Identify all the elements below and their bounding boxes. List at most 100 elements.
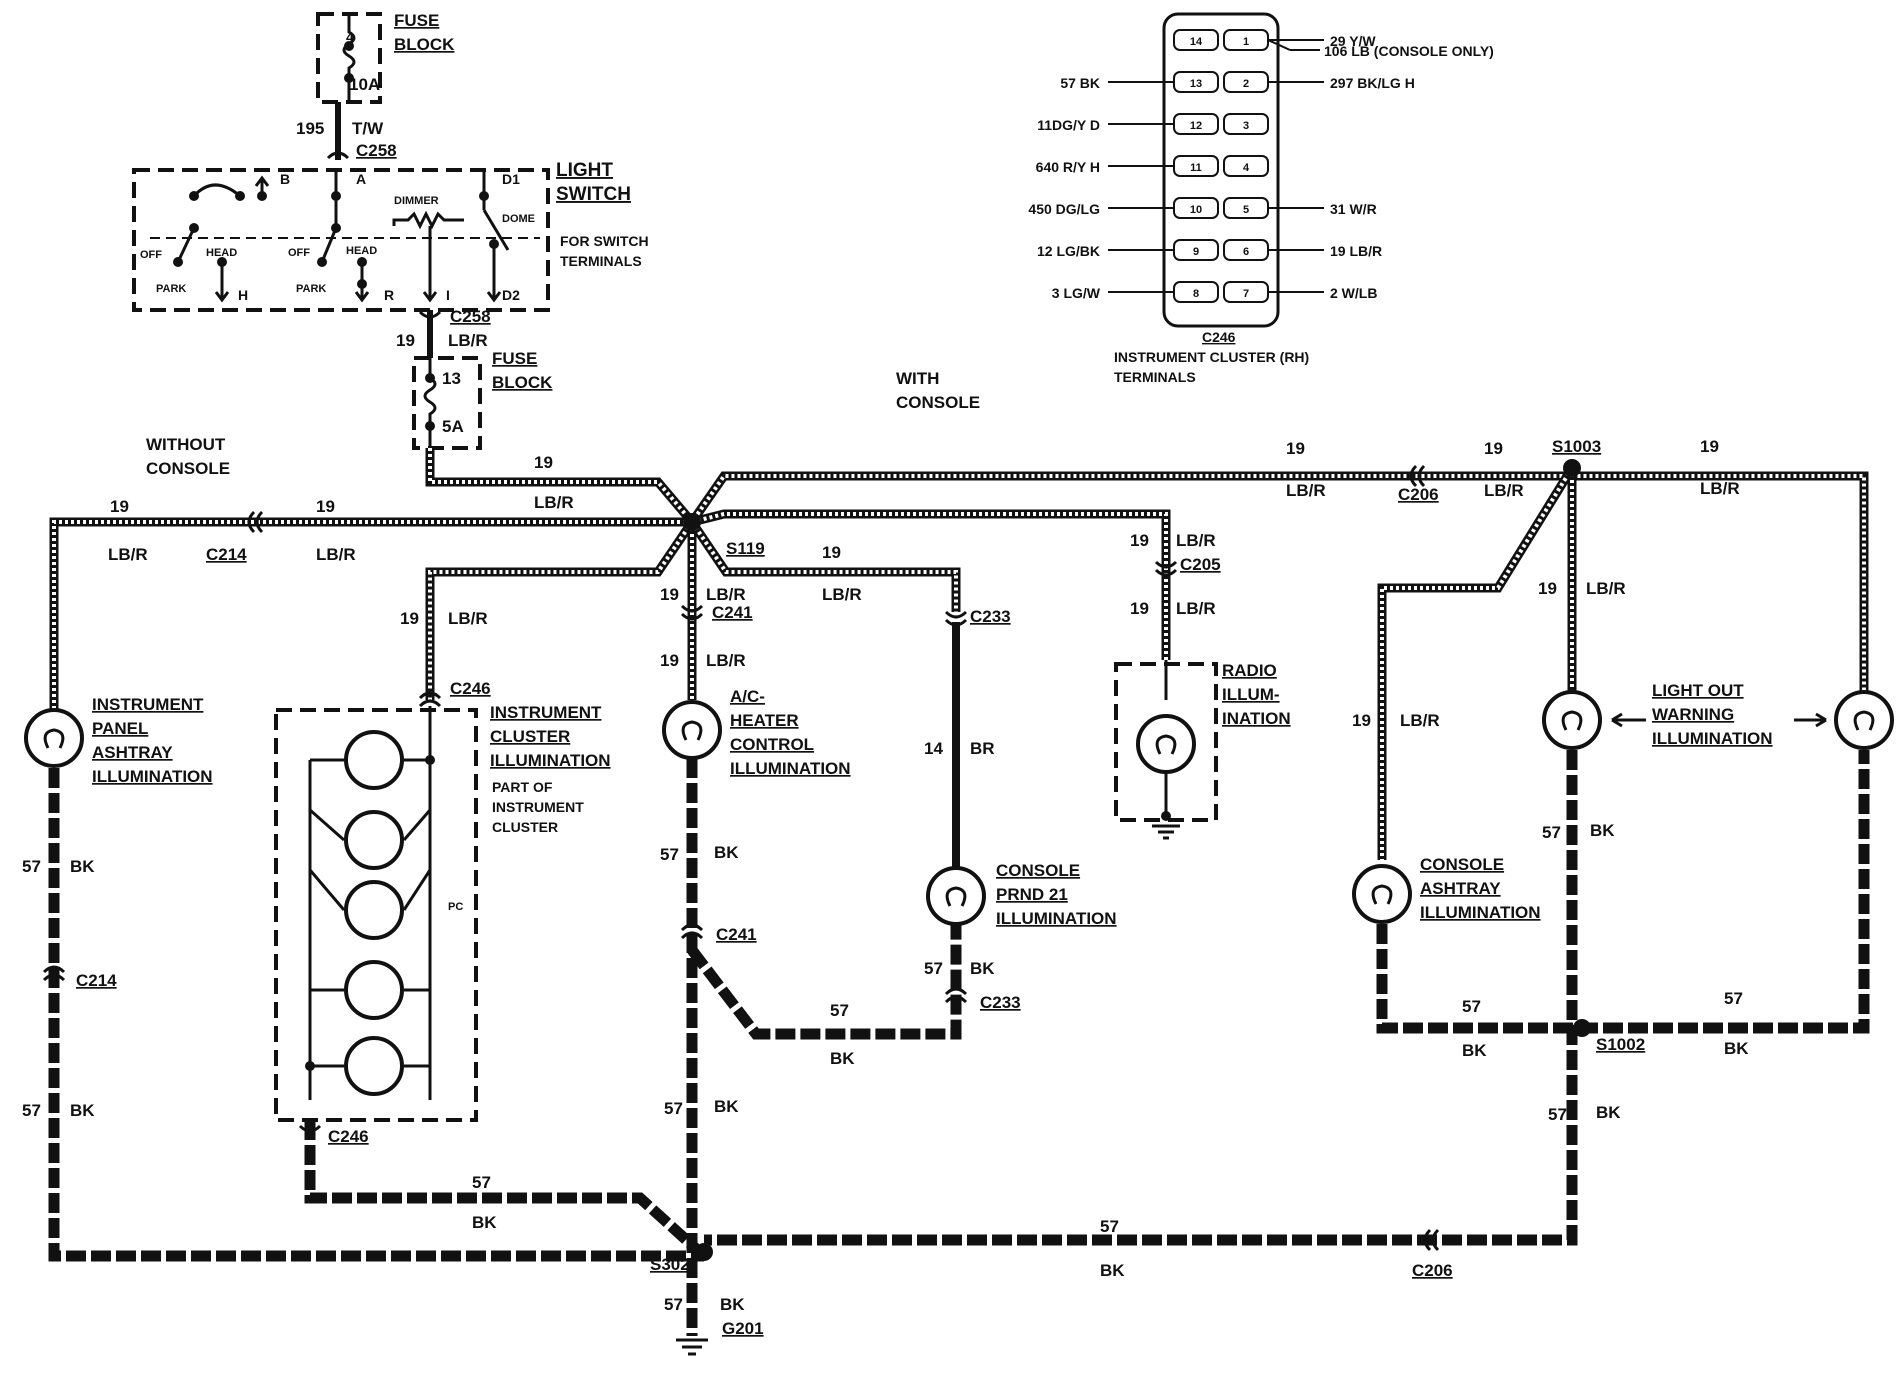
svg-text:57: 57 (664, 1099, 683, 1118)
svg-text:HEAD: HEAD (346, 245, 377, 257)
svg-text:BK: BK (830, 1049, 855, 1068)
svg-text:57: 57 (22, 857, 41, 876)
svg-text:19: 19 (1286, 439, 1305, 458)
svg-text:WARNING: WARNING (1652, 705, 1734, 724)
svg-text:B: B (280, 171, 290, 187)
svg-text:LB/R: LB/R (1286, 481, 1326, 500)
lamp-ip-ashtray (24, 708, 84, 768)
switch-note: TERMINALS (560, 253, 642, 269)
svg-text:LB/R: LB/R (108, 545, 148, 564)
svg-text:CONTROL: CONTROL (730, 735, 814, 754)
wire-color: T/W (352, 119, 384, 138)
svg-text:LB/R: LB/R (1700, 479, 1740, 498)
svg-text:ASHTRAY: ASHTRAY (1420, 879, 1501, 898)
svg-text:13: 13 (442, 369, 461, 388)
pin-right-label: 297 BK/LG H (1330, 75, 1415, 91)
pin-number-right: 3 (1243, 120, 1249, 132)
pin-number-left: 9 (1193, 246, 1199, 258)
svg-text:BK: BK (714, 843, 739, 862)
pin-number-right: 5 (1243, 204, 1249, 216)
pinout-caption: TERMINALS (1114, 369, 1196, 385)
pin-left-label: 57 BK (1060, 75, 1100, 91)
svg-text:19: 19 (400, 609, 419, 628)
splice-label: S1003 (1552, 437, 1601, 456)
pin-left-label: 450 DG/LG (1028, 201, 1100, 217)
svg-text:19: 19 (1538, 579, 1557, 598)
svg-text:LB/R: LB/R (448, 609, 488, 628)
pin-right-label: 29 Y/W (1330, 33, 1376, 49)
svg-text:LB/R: LB/R (448, 331, 488, 350)
svg-text:57: 57 (472, 1173, 491, 1192)
svg-text:C233: C233 (970, 607, 1011, 626)
pin-number-left: 8 (1193, 288, 1199, 300)
svg-text:C214: C214 (206, 545, 247, 564)
svg-text:BLOCK: BLOCK (492, 373, 553, 392)
svg-text:CLUSTER: CLUSTER (492, 819, 558, 835)
svg-text:HEAD: HEAD (206, 247, 237, 259)
light-switch-title: SWITCH (556, 184, 631, 205)
svg-text:57: 57 (22, 1101, 41, 1120)
svg-text:C241: C241 (716, 925, 757, 944)
fuse-block-top: 4 10A FUSE BLOCK (316, 11, 455, 104)
connectors-bk: C214 C241 C233 C246 C206 (42, 923, 1453, 1280)
svg-text:BK: BK (1462, 1041, 1487, 1060)
svg-text:I: I (446, 287, 450, 303)
svg-text:A/C-: A/C- (730, 687, 765, 706)
svg-text:19: 19 (1130, 531, 1149, 550)
pin-right-label: 31 W/R (1330, 201, 1377, 217)
svg-text:LB/R: LB/R (706, 585, 746, 604)
svg-text:BK: BK (1596, 1103, 1621, 1122)
connector-label: C258 (356, 141, 397, 160)
svg-text:19: 19 (1700, 437, 1719, 456)
svg-text:LB/R: LB/R (822, 585, 862, 604)
lamp-ac-heater (662, 700, 722, 760)
splice-label: S119 (726, 539, 765, 558)
svg-text:CONSOLE: CONSOLE (146, 459, 230, 478)
svg-text:C258: C258 (450, 307, 491, 326)
svg-text:PARK: PARK (296, 283, 326, 295)
svg-text:BK: BK (70, 857, 95, 876)
svg-text:BK: BK (70, 1101, 95, 1120)
svg-text:57: 57 (830, 1001, 849, 1020)
svg-text:CLUSTER: CLUSTER (490, 727, 570, 746)
pin-number-left: 11 (1190, 162, 1202, 174)
splice-s119 (683, 513, 701, 531)
svg-text:LB/R: LB/R (316, 545, 356, 564)
svg-text:19: 19 (396, 331, 415, 350)
connectors-lbr: C214 C206 C205 C241 C233 C246 (206, 464, 1439, 708)
pin-number-left: 10 (1190, 204, 1202, 216)
pin-number-right: 1 (1243, 36, 1249, 48)
svg-text:BK: BK (1724, 1039, 1749, 1058)
pin-left-label: 11DG/Y D (1037, 117, 1100, 133)
svg-text:C205: C205 (1180, 555, 1221, 574)
lamp-light-out-right (1834, 690, 1894, 750)
svg-text:19: 19 (1484, 439, 1503, 458)
pin-cavity-right (1223, 113, 1269, 135)
svg-text:A: A (356, 171, 366, 187)
svg-text:BR: BR (970, 739, 995, 758)
pin-right-label: 19 LB/R (1330, 243, 1382, 259)
pin-number-right: 4 (1243, 162, 1250, 174)
svg-text:19: 19 (316, 497, 335, 516)
svg-text:57: 57 (1548, 1105, 1567, 1124)
lamp-light-out-left (1542, 690, 1602, 750)
svg-text:C206: C206 (1398, 485, 1439, 504)
pin-cavity-right (1223, 155, 1269, 177)
bk-wire-labels: 57 BK 57 BK 57 BK 57 BK 57 BK 57 BK 57 B… (22, 821, 1749, 1314)
fuse-rating: 10A (349, 75, 380, 94)
svg-text:INSTRUMENT: INSTRUMENT (92, 695, 204, 714)
fuse-number: 4 (346, 29, 354, 45)
pin-number-right: 2 (1243, 78, 1249, 90)
svg-text:D2: D2 (502, 287, 520, 303)
pin-number-left: 13 (1190, 78, 1202, 90)
svg-text:DIMMER: DIMMER (394, 195, 439, 207)
svg-text:19: 19 (822, 543, 841, 562)
svg-text:LB/R: LB/R (1484, 481, 1524, 500)
splice-s302 (695, 1243, 713, 1261)
svg-text:BK: BK (970, 959, 995, 978)
fuse-block-title: FUSE (394, 11, 439, 30)
pin-number-right: 6 (1243, 246, 1249, 258)
svg-text:ILLUMINATION: ILLUMINATION (996, 909, 1117, 928)
